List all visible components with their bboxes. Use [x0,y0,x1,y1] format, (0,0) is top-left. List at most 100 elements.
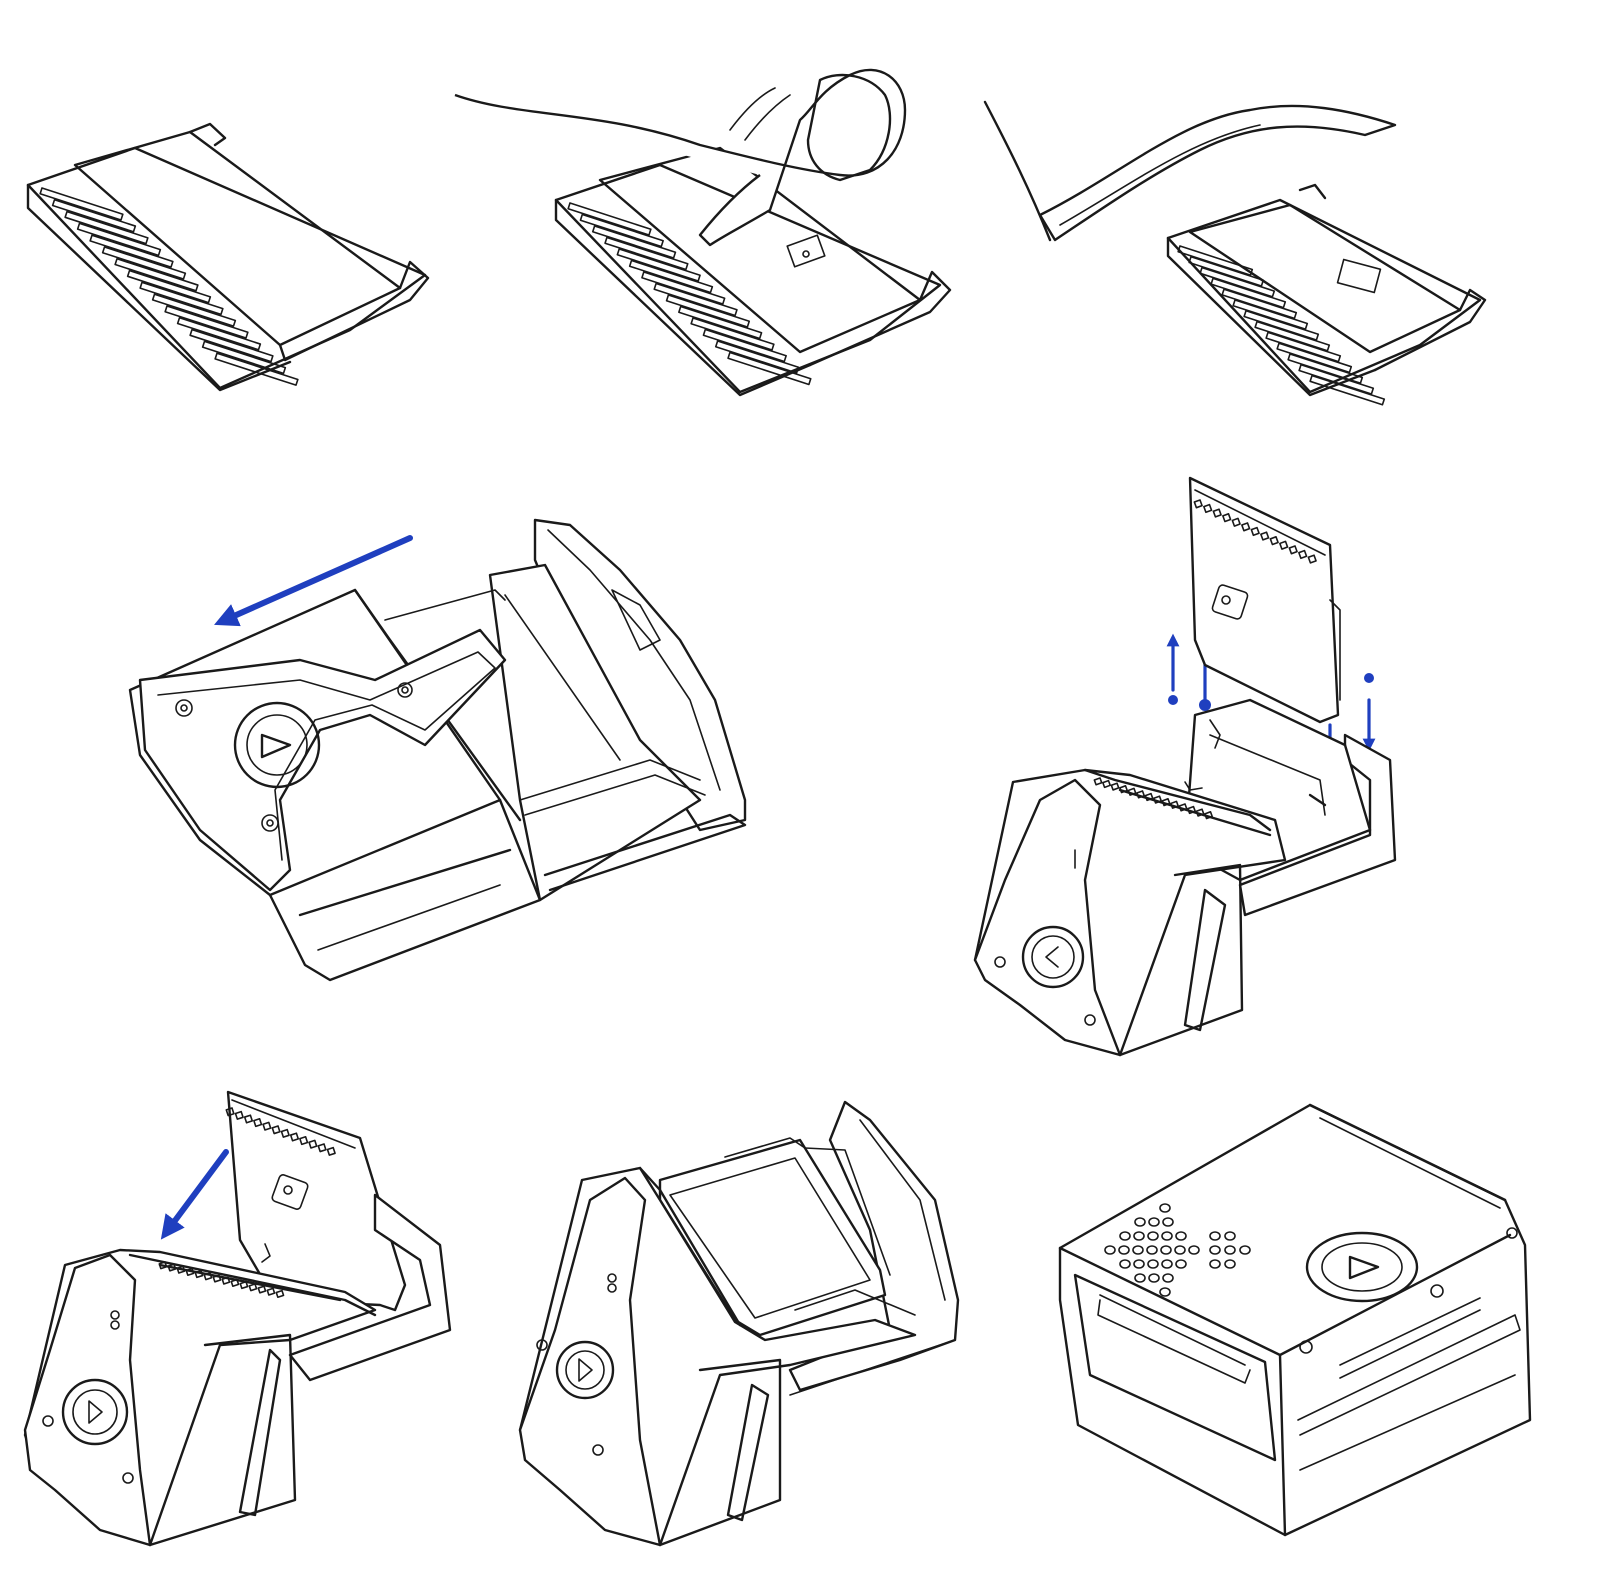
speaker-dot [1133,1259,1145,1269]
speaker-dot [1134,1217,1146,1227]
fin [203,1272,213,1281]
speaker-dot [1224,1231,1236,1241]
fin [221,1276,231,1285]
fin [1204,810,1214,820]
fin [214,352,299,386]
speaker-dot [1161,1259,1173,1269]
fin [727,351,812,386]
fin [167,1263,177,1272]
fin [579,213,664,248]
fin [1212,508,1222,518]
fin [1276,342,1353,374]
fin [201,340,287,375]
fin [151,293,237,327]
fin [248,1283,258,1292]
fin [1188,255,1265,287]
speaker-dot [1209,1245,1221,1255]
fin [591,225,677,259]
fin [176,316,262,351]
fin [1170,800,1180,809]
fin [1243,309,1320,341]
fin [1187,805,1197,815]
device-grille [158,1261,285,1299]
fin [308,1139,318,1149]
fin [114,257,199,292]
fin [1287,353,1364,384]
fin [1279,540,1289,550]
fin [1119,784,1129,794]
speaker-dot [1104,1245,1116,1255]
step-finger-peel [454,68,952,397]
speaker-dot [1159,1203,1171,1213]
speaker-dot [1224,1259,1236,1269]
fin [1127,787,1137,796]
fin [126,269,212,304]
fin [262,1121,272,1131]
fin [1231,517,1241,527]
fin [189,328,274,363]
fin [326,1146,336,1156]
speaker-dot [1119,1231,1131,1241]
step-device-closed [1058,1103,1532,1537]
speaker-dot [1162,1273,1174,1283]
fin [1203,503,1213,514]
fin [257,1285,267,1294]
fin [253,1118,263,1128]
fin [1210,277,1287,309]
speaker-dot [1224,1245,1236,1255]
fin [317,1143,327,1153]
direction-arrow [214,535,413,627]
speaker-dot [1188,1245,1200,1255]
fin [176,1265,186,1274]
fin [1144,792,1154,802]
step-slide-tray [128,518,747,982]
speaker-dot [1119,1259,1131,1269]
step-lift-lower [973,476,1397,1057]
fin [1178,803,1188,812]
fin [1102,779,1112,789]
speaker-dot [1147,1259,1159,1269]
fin [64,210,149,245]
fin [271,1125,281,1135]
fin [1110,782,1120,791]
fin [39,187,124,221]
speaker-dot [1161,1231,1173,1241]
step-insert-angled [23,1090,452,1547]
fin [1222,512,1232,523]
fin [1298,549,1308,560]
fin [665,294,751,328]
fin [1193,499,1203,509]
grille-fins [1193,499,1317,564]
speaker-dot [1239,1245,1251,1255]
fin [1161,797,1171,807]
speaker-dot [1209,1259,1221,1269]
fin [239,1281,249,1290]
fin [1195,808,1205,817]
fin [212,1274,222,1283]
step-cartridge-seated [518,1100,960,1547]
speaker-dot [1118,1245,1130,1255]
device-grille [1093,777,1214,820]
fin [1177,245,1254,276]
fin [299,1136,309,1146]
fin [89,234,174,268]
fin [702,328,787,363]
fin [604,236,689,271]
fin [1309,374,1386,406]
step-cartridge-flat [26,122,430,392]
fin [714,340,800,374]
fin [628,259,714,294]
fin [1221,288,1298,320]
fin [266,1287,276,1296]
direction-arrow [160,1149,229,1240]
speaker-dot [1134,1273,1146,1283]
fin [185,1267,195,1277]
speaker-dot [1148,1273,1160,1283]
fin [1265,331,1342,363]
fin [616,248,701,282]
fin [243,1114,254,1124]
fin [1254,320,1331,352]
fin [1199,266,1276,298]
